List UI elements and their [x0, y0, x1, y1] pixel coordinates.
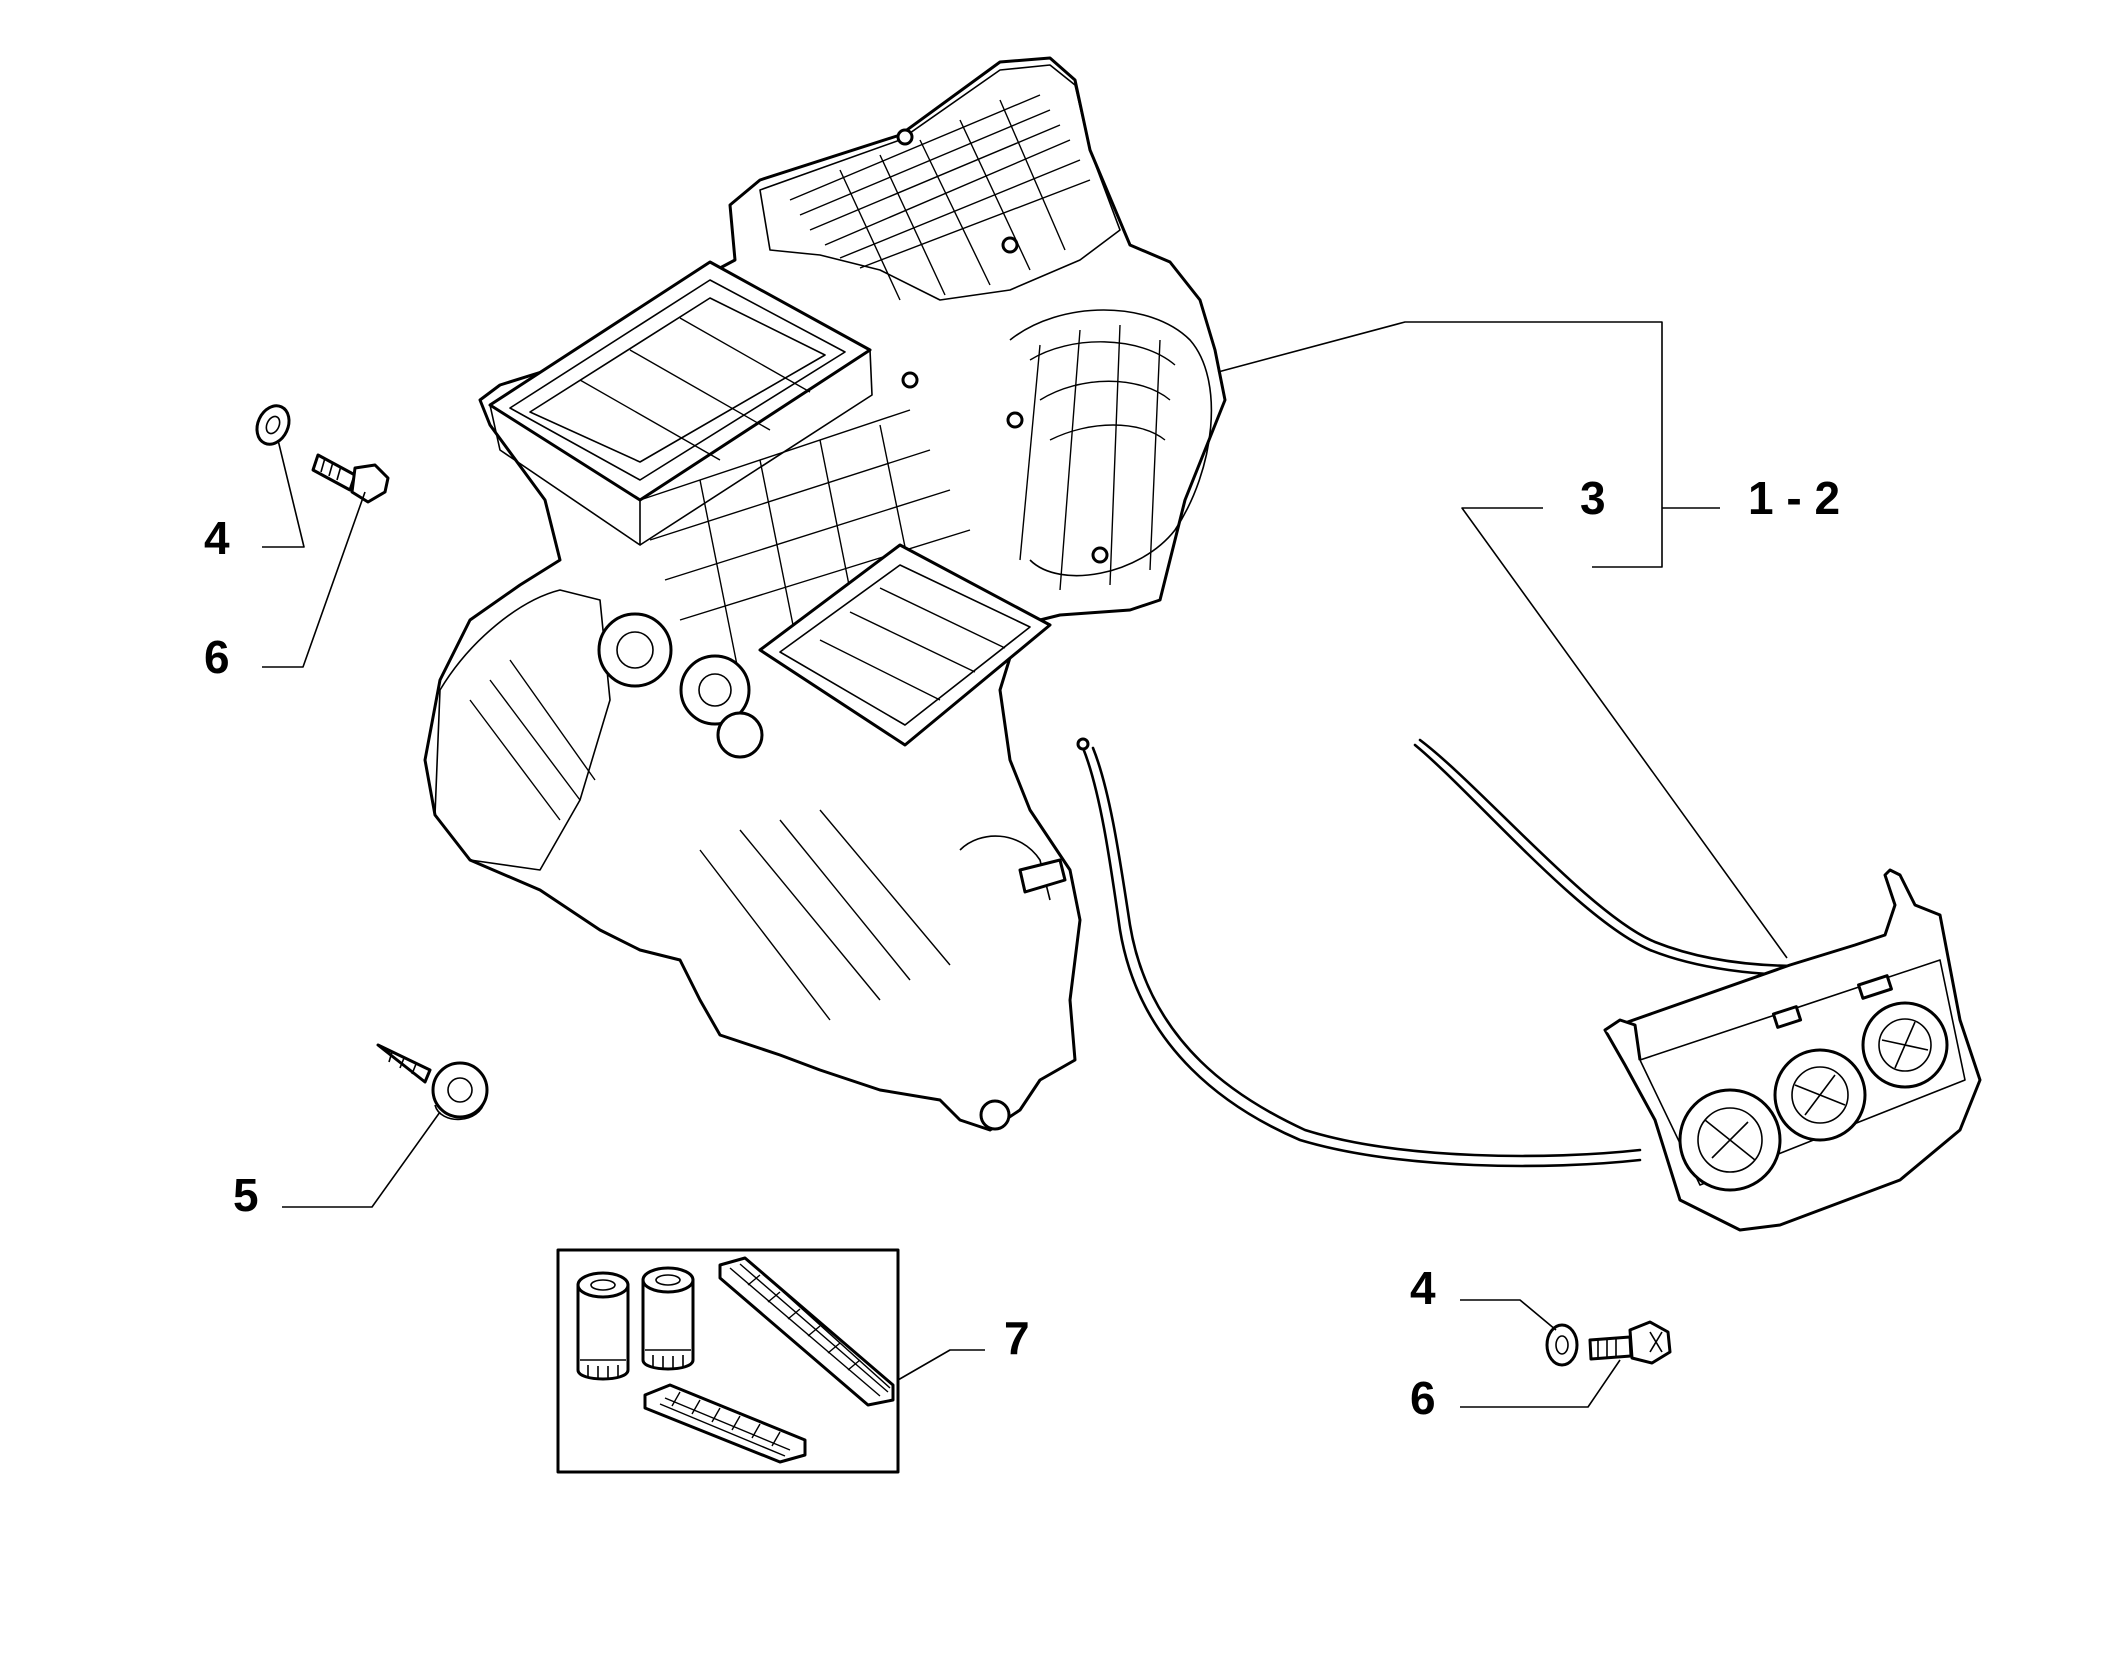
callout-4-left: 4	[204, 512, 230, 564]
self-tapping-screw	[376, 1043, 489, 1121]
washer-left	[255, 404, 291, 446]
callout-7: 7	[1004, 1312, 1030, 1364]
callout-4-right: 4	[1410, 1262, 1436, 1314]
hvac-housing-assembly	[423, 56, 1227, 1132]
bolt-right	[1588, 1320, 1672, 1365]
callout-6-right: 6	[1410, 1372, 1436, 1424]
heater-control-panel	[1603, 868, 1982, 1232]
control-cables	[1076, 737, 1802, 1168]
callout-6-left: 6	[204, 631, 230, 683]
callout-5: 5	[233, 1169, 259, 1221]
bolt-left	[311, 453, 390, 504]
washer-right	[1545, 1323, 1579, 1367]
leader-lines	[262, 321, 1788, 1408]
callout-3: 3	[1580, 472, 1606, 524]
filter-kit	[556, 1248, 900, 1474]
callout-1-2: 1 - 2	[1748, 472, 1841, 524]
